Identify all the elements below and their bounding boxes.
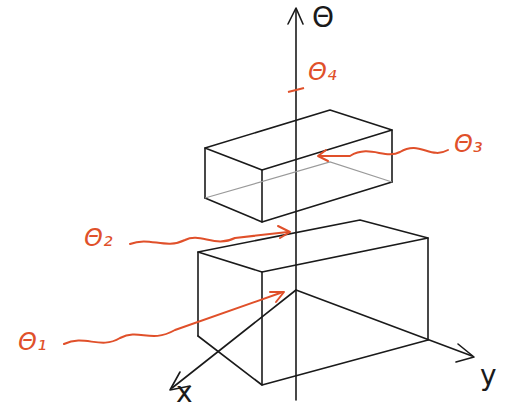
- axis-label: Θ: [312, 4, 334, 32]
- angle-label: Θ₂: [84, 226, 113, 250]
- axis-label: y: [480, 362, 497, 390]
- angle-label: Θ₃: [454, 132, 483, 156]
- angle-label: Θ₁: [18, 330, 47, 354]
- angle-label: Θ₄: [308, 60, 337, 84]
- axis-label: x: [176, 379, 193, 407]
